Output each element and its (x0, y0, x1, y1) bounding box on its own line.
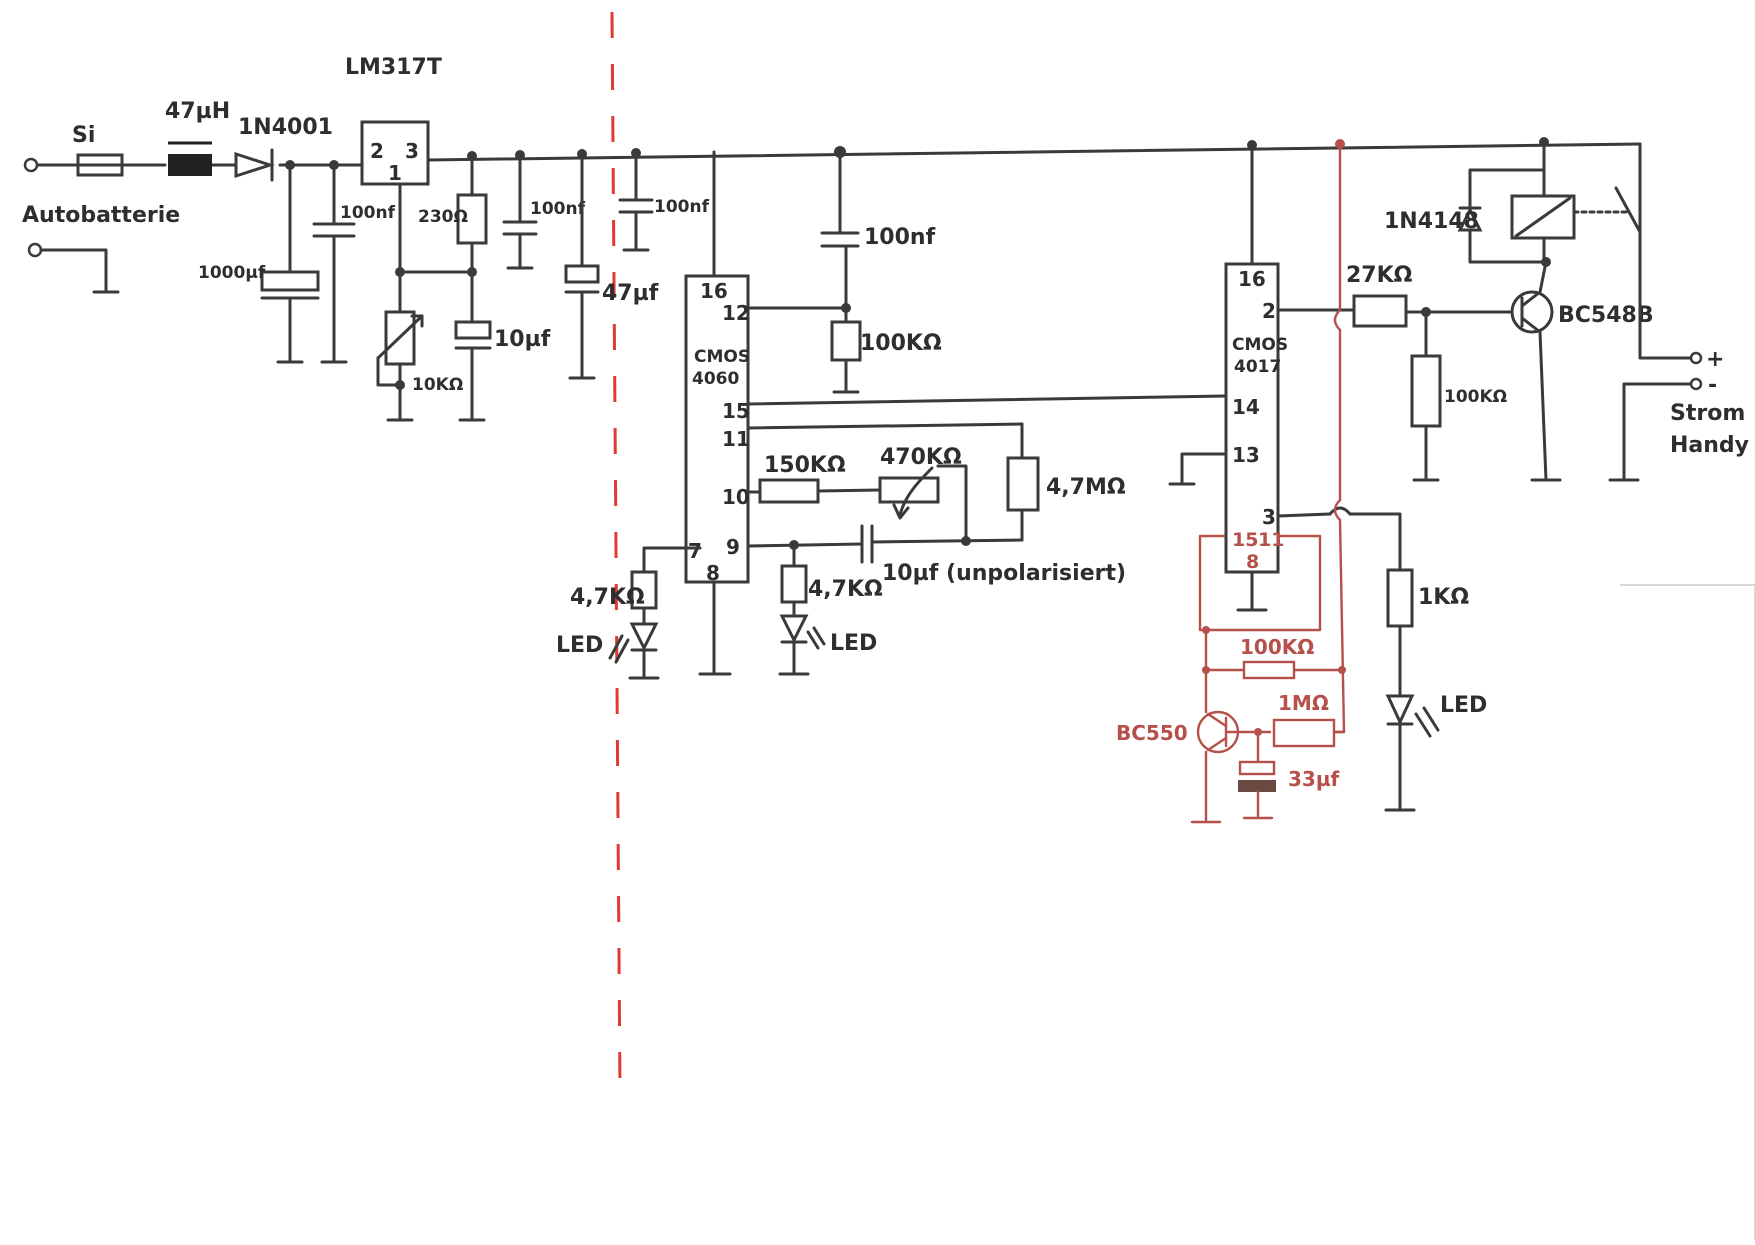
ic2-name-2: 4017 (1234, 357, 1281, 377)
r-1k-label: 1KΩ (1418, 585, 1469, 610)
capacitor-100nf-c: 100nf (618, 148, 710, 252)
svg-text:3: 3 (1262, 505, 1276, 529)
r-230-label: 230Ω (418, 207, 468, 227)
regulator-lm317t: 2 3 1 LM317T (345, 55, 442, 274)
r-47k-a-label: 4,7KΩ (570, 585, 645, 610)
svg-text:11: 11 (722, 427, 750, 451)
inductor-label: 47µH (165, 99, 230, 124)
capacitor-1000uf: 1000µf (198, 160, 320, 364)
r-47m-label: 4,7MΩ (1046, 475, 1126, 500)
svg-text:13: 13 (1232, 443, 1260, 467)
fuse-label: Si (72, 123, 95, 148)
cap-100b-label: 100nf (530, 199, 586, 219)
output-minus: - (1708, 373, 1717, 398)
relay-driver: 27KΩ 100KΩ BC548B (1276, 260, 1654, 482)
diode-1n4001: 1N4001 (234, 115, 333, 182)
pot-470k-label: 470KΩ (880, 445, 962, 470)
cap-10-np-label: 10µf (unpolarisiert) (882, 561, 1126, 586)
ic1-name-1: CMOS (694, 347, 750, 367)
led-branch-a: 4,7KΩ LED (556, 546, 702, 680)
transistor-1-label: BC548B (1558, 303, 1654, 328)
svg-text:8: 8 (706, 561, 720, 585)
ic-cmos-4017: 16 2 CMOS 4017 14 13 3 15 11 8 (1168, 140, 1288, 612)
output-label-2: Handy (1670, 433, 1749, 458)
red-modification: 100KΩ BC550 1MΩ 33µf (1116, 139, 1346, 824)
cap-33-label: 33µf (1288, 767, 1340, 791)
ic-cmos-4060: 16 12 CMOS 4060 15 11 10 9 7 8 (684, 150, 750, 676)
svg-text:12: 12 (722, 301, 750, 325)
oscillator-network: 4,7MΩ 150KΩ 470KΩ 10µf (unpolarisiert) (746, 422, 1126, 586)
cap-1000-label: 1000µf (198, 263, 266, 283)
svg-text:7: 7 (688, 539, 702, 563)
r-47k-b-label: 4,7KΩ (808, 577, 883, 602)
relay: 1N4148 + - Strom Handy (1384, 137, 1749, 482)
svg-text:2: 2 (1262, 299, 1276, 323)
svg-text:2: 2 (370, 139, 384, 163)
cap-100a-label: 100nf (340, 203, 396, 223)
diode-in-label: 1N4001 (238, 115, 333, 140)
led-branch-b: 4,7KΩ LED (778, 543, 883, 676)
output-label-1: Strom (1670, 401, 1745, 426)
input-label: Autobatterie (22, 203, 180, 228)
paper-edge (1620, 584, 1755, 1240)
svg-text:11: 11 (1258, 529, 1284, 551)
capacitor-47uf: 47µf (564, 149, 659, 380)
r-100k-c-label: 100KΩ (1240, 635, 1314, 659)
r-100k-a-label: 100KΩ (860, 331, 942, 356)
svg-text:1: 1 (388, 161, 402, 185)
clock-line (746, 394, 1228, 406)
ic2-name-1: CMOS (1232, 335, 1288, 355)
svg-text:3: 3 (405, 139, 419, 163)
svg-text:10: 10 (722, 485, 750, 509)
svg-text:15: 15 (722, 399, 750, 423)
capacitor-100nf-b: 100nf (502, 150, 586, 270)
fuse: Si (68, 123, 132, 177)
cap-100c-label: 100nf (654, 197, 710, 217)
r-1m-label: 1MΩ (1278, 691, 1329, 715)
svg-text:16: 16 (1238, 267, 1266, 291)
cap-47-label: 47µf (602, 281, 659, 306)
pot-10k-label: 10KΩ (412, 375, 463, 395)
r-150k-label: 150KΩ (764, 453, 846, 478)
led-b-label: LED (830, 631, 877, 656)
adjust-network: 230Ω 10KΩ 10µf (376, 151, 551, 422)
r-27k-label: 27KΩ (1346, 263, 1413, 288)
svg-text:9: 9 (726, 535, 740, 559)
svg-text:15: 15 (1232, 529, 1258, 551)
led-c-label: LED (1440, 693, 1487, 718)
diode-relay-label: 1N4148 (1384, 209, 1479, 234)
reset-network: 100nf 100KΩ (746, 146, 942, 394)
svg-text:14: 14 (1232, 395, 1260, 419)
cap-100d-label: 100nf (864, 225, 936, 250)
svg-text:16: 16 (700, 279, 728, 303)
transistor-2-label: BC550 (1116, 721, 1188, 745)
ic1-name-2: 4060 (692, 369, 739, 389)
led-branch-c: 1KΩ LED (1276, 506, 1487, 812)
regulator-label: LM317T (345, 55, 442, 80)
capacitor-100nf-a: 100nf (312, 160, 396, 364)
divider-line (610, 11, 622, 1091)
cap-10-label: 10µf (494, 327, 551, 352)
output-plus: + (1706, 347, 1724, 372)
svg-text:8: 8 (1246, 551, 1259, 573)
r-100k-b-label: 100KΩ (1444, 387, 1507, 407)
led-a-label: LED (556, 633, 603, 658)
input-terminals: Autobatterie (22, 157, 180, 294)
inductor: 47µH (165, 99, 230, 176)
